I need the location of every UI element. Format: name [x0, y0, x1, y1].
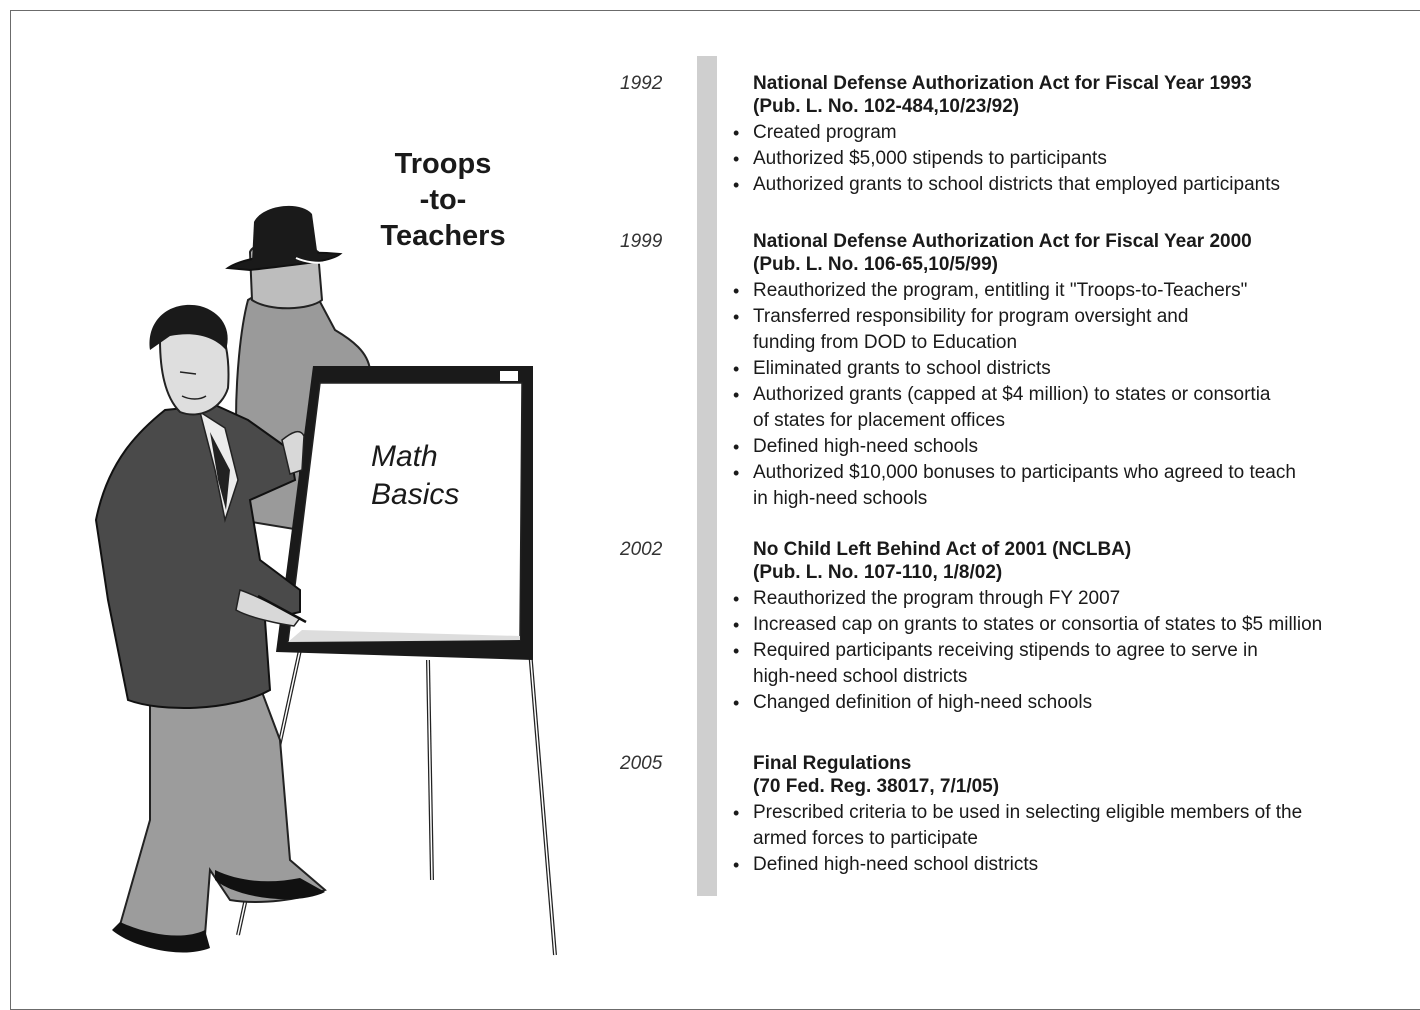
bullet-item: Authorized $10,000 bonuses to participan… [733, 460, 1410, 512]
bullet-line: Reauthorized the program, entitling it "… [753, 280, 1248, 301]
heading-line: National Defense Authorization Act for F… [753, 231, 1252, 252]
timeline-year: 1999 [620, 231, 663, 252]
bullet-item: Prescribed criteria to be used in select… [733, 800, 1410, 852]
bullet-line: funding from DOD to Education [753, 332, 1018, 353]
bullet-item: Defined high-need schools [733, 434, 1410, 460]
title-line: Troops [394, 148, 492, 180]
title-line: -to- [419, 184, 467, 216]
bullet-line: Prescribed criteria to be used in select… [753, 802, 1303, 823]
entry-heading: National Defense Authorization Act for F… [753, 72, 1410, 118]
bullet-line: Required participants receiving stipends… [753, 640, 1258, 661]
entry-heading: Final Regulations(70 Fed. Reg. 38017, 7/… [753, 752, 1410, 798]
bullet-item: Authorized grants to school districts th… [733, 172, 1410, 198]
bullet-item: Required participants receiving stipends… [733, 638, 1410, 690]
heading-line: No Child Left Behind Act of 2001 (NCLBA) [753, 539, 1132, 560]
timeline-year: 2002 [620, 539, 663, 560]
bullet-line: Reauthorized the program through FY 2007 [753, 588, 1121, 609]
entry-bullets: Created program Authorized $5,000 stipen… [620, 120, 1410, 198]
entry-heading: No Child Left Behind Act of 2001 (NCLBA)… [753, 538, 1410, 584]
heading-line: (70 Fed. Reg. 38017, 7/1/05) [753, 776, 1000, 797]
bullet-item: Authorized grants (capped at $4 million)… [733, 382, 1410, 434]
bullet-item: Transferred responsibility for program o… [733, 304, 1410, 356]
entry-bullets: Reauthorized the program through FY 2007… [620, 586, 1410, 716]
timeline-entry: 1992 National Defense Authorization Act … [620, 72, 1410, 198]
bullet-line: armed forces to participate [753, 828, 978, 849]
timeline-bar [697, 56, 717, 896]
heading-line: (Pub. L. No. 106-65,10/5/99) [753, 254, 998, 275]
bullet-line: Defined high-need school districts [753, 854, 1039, 875]
entry-bullets: Reauthorized the program, entitling it "… [620, 278, 1410, 512]
flipchart-text: Math Basics [371, 438, 459, 514]
timeline-year: 2005 [620, 753, 663, 774]
bullet-item: Reauthorized the program, entitling it "… [733, 278, 1410, 304]
bullet-line: Changed definition of high-need schools [753, 692, 1093, 713]
bullet-item: Created program [733, 120, 1410, 146]
timeline-entry: 2002 No Child Left Behind Act of 2001 (N… [620, 538, 1410, 716]
bullet-line: Authorized grants to school districts th… [753, 174, 1280, 195]
bullet-item: Reauthorized the program through FY 2007 [733, 586, 1410, 612]
bullet-line: Transferred responsibility for program o… [753, 306, 1189, 327]
bullet-line: of states for placement offices [753, 410, 1006, 431]
entry-heading: National Defense Authorization Act for F… [753, 230, 1410, 276]
bullet-line: Authorized grants (capped at $4 million)… [753, 384, 1271, 405]
bullet-item: Defined high-need school districts [733, 852, 1410, 878]
bullet-line: Created program [753, 122, 897, 143]
bullet-line: Defined high-need schools [753, 436, 978, 457]
bullet-line: Increased cap on grants to states or con… [753, 614, 1323, 635]
timeline-entry: 2005 Final Regulations(70 Fed. Reg. 3801… [620, 752, 1410, 878]
bullet-line: in high-need schools [753, 488, 928, 509]
bullet-line: Authorized $10,000 bonuses to participan… [753, 462, 1296, 483]
flipchart-line: Basics [371, 478, 460, 511]
heading-line: Final Regulations [753, 753, 912, 774]
timeline-year: 1992 [620, 73, 663, 94]
bullet-line: Authorized $5,000 stipends to participan… [753, 148, 1107, 169]
title-line: Teachers [380, 220, 506, 252]
teacher-figure [94, 304, 327, 953]
bullet-item: Eliminated grants to school districts [733, 356, 1410, 382]
heading-line: (Pub. L. No. 102-484,10/23/92) [753, 96, 1020, 117]
heading-line: (Pub. L. No. 107-110, 1/8/02) [753, 562, 1003, 583]
flipchart-line: Math [371, 440, 438, 473]
bullet-line: Eliminated grants to school districts [753, 358, 1051, 379]
bullet-line: high-need school districts [753, 666, 968, 687]
heading-line: National Defense Authorization Act for F… [753, 73, 1252, 94]
bullet-item: Authorized $5,000 stipends to participan… [733, 146, 1410, 172]
timeline-entry: 1999 National Defense Authorization Act … [620, 230, 1410, 512]
bullet-item: Increased cap on grants to states or con… [733, 612, 1410, 638]
bullet-item: Changed definition of high-need schools [733, 690, 1410, 716]
teacher-illustration [94, 205, 557, 956]
diagram-title: Troops -to- Teachers [368, 146, 518, 254]
entry-bullets: Prescribed criteria to be used in select… [620, 800, 1410, 878]
